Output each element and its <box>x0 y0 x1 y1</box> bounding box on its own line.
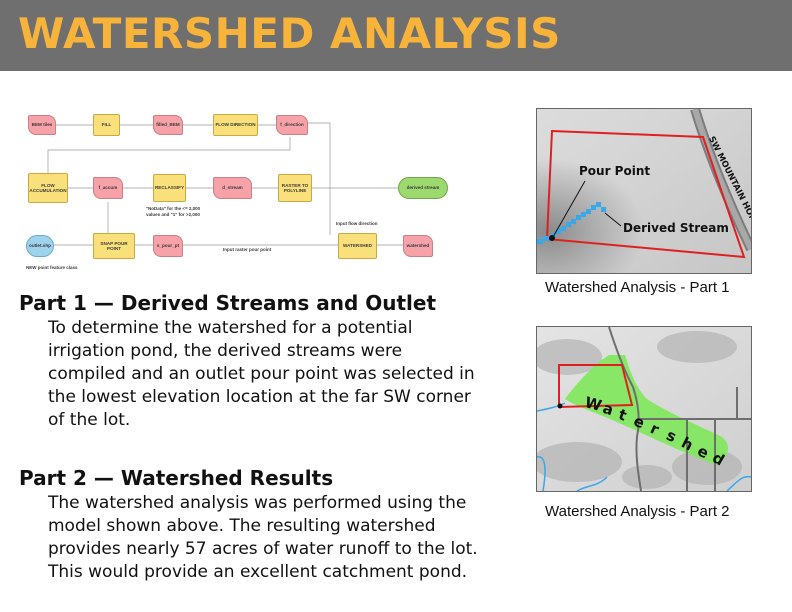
filled-dem-label: filled_BEM <box>156 122 180 128</box>
f-accum-node: f_accum <box>93 177 123 199</box>
reclassify-label: RECLASSIFY <box>154 185 185 191</box>
map-part1-caption: Watershed Analysis - Part 1 <box>545 279 730 296</box>
page-title: WATERSHED ANALYSIS <box>18 9 561 58</box>
snap-pour-point-label: SNAP POUR POINT <box>100 240 128 252</box>
part1-heading: Part 1 — Derived Streams and Outlet <box>19 291 437 315</box>
watershed-output-label: watershed <box>406 243 430 249</box>
raster-to-polyline-label: RASTER TO POLYLINE <box>281 182 309 194</box>
d-stream-node: d_stream <box>213 177 252 199</box>
reclass-note-text: "NoData" for the <= 2,000 values and "1"… <box>145 206 201 217</box>
flow-direction-label: FLOW DIRECTION <box>215 122 256 128</box>
roads <box>608 327 751 491</box>
reclassify-tool-node: RECLASSIFY <box>153 174 186 202</box>
f-accum-label: f_accum <box>98 185 118 191</box>
d-stream-label: d_stream <box>222 185 243 191</box>
pour-point-marker-part2 <box>557 403 563 409</box>
flow-direction-tool-node: FLOW DIRECTION <box>213 114 258 136</box>
s-pour-pt-label: s_pour_pt <box>156 243 180 249</box>
part2-body: The watershed analysis was performed usi… <box>48 493 478 582</box>
derived-stream-label: Derived Stream <box>623 221 729 235</box>
raster-to-polyline-tool-node: RASTER TO POLYLINE <box>278 174 312 202</box>
map-part2: W a t e r s h e d <box>536 326 752 492</box>
flow-accumulation-tool-node: FLOW ACCUMULATION <box>28 173 68 203</box>
watershed-tool-node: WATERSHED <box>338 233 377 259</box>
part1-body: To determine the watershed for a potenti… <box>48 318 475 430</box>
reclass-note: "NoData" for the <= 2,000 values and "1"… <box>142 206 204 217</box>
derived-stream-output-node: derived stream <box>398 177 448 199</box>
part2-heading: Part 2 — Watershed Results <box>19 466 334 490</box>
map-part1-graphic <box>537 109 751 273</box>
map-part2-graphic <box>537 327 751 491</box>
lot-boundary-part2 <box>558 364 634 409</box>
f-direction-node: f_direction <box>276 115 308 135</box>
derived-stream-output-label: derived stream <box>406 185 440 191</box>
watershed-output-node: watershed <box>403 235 433 257</box>
f-direction-label: f_direction <box>280 122 304 128</box>
lot-boundary <box>545 129 746 259</box>
model-flowchart: BEM tiles FILL filled_BEM FLOW DIRECTION… <box>18 95 488 285</box>
new-point-note: NEW point feature class <box>26 265 78 270</box>
input-flow-direction-note: Input flow direction <box>336 221 378 226</box>
outlet-input-label: outlet.shp <box>29 243 51 249</box>
fill-tool-node: FILL <box>93 114 120 136</box>
dem-node-label: BEM tiles <box>31 122 53 128</box>
fill-tool-label: FILL <box>101 122 112 128</box>
flow-accumulation-label: FLOW ACCUMULATION <box>29 182 67 194</box>
pour-point-marker <box>549 235 555 241</box>
map-part2-caption: Watershed Analysis - Part 2 <box>545 503 730 520</box>
input-raster-note: Input raster pour point <box>223 247 272 252</box>
flowchart-connectors <box>47 122 403 246</box>
dem-node: BEM tiles <box>28 115 56 135</box>
outlet-input-node: outlet.shp <box>26 235 54 257</box>
streams <box>537 402 751 491</box>
map-part1: Pour Point Derived Stream SW MOUNTAIN HO… <box>536 108 752 274</box>
filled-dem-node: filled_BEM <box>153 115 183 135</box>
pour-point-label: Pour Point <box>579 164 651 178</box>
watershed-tool-label: WATERSHED <box>342 243 372 249</box>
header-bar: WATERSHED ANALYSIS <box>0 0 792 71</box>
snap-pour-point-tool-node: SNAP POUR POINT <box>93 233 135 259</box>
s-pour-pt-node: s_pour_pt <box>153 235 183 257</box>
